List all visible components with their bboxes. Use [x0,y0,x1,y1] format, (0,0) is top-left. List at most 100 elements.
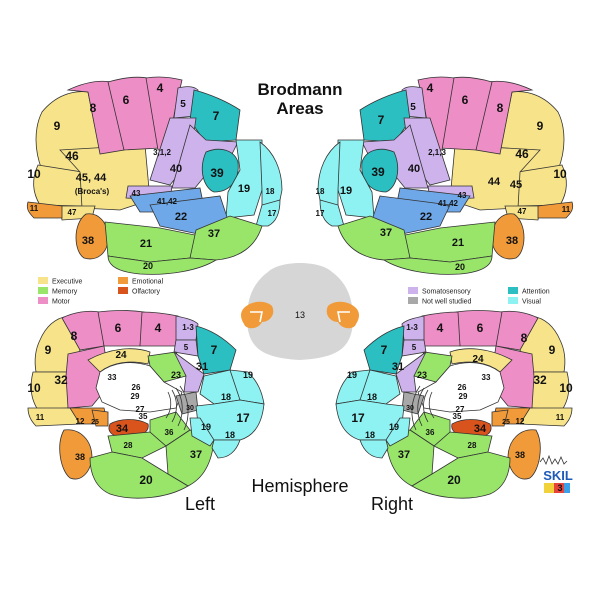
legend-label-emotional: Emotional [132,279,164,286]
mr-region-memory-20 [411,451,511,499]
area-label-bl-2: 1-3 [182,323,194,332]
region-motor-8 [66,80,125,155]
area-label-br-30: 38 [515,450,525,460]
area-label-br-15: 30 [406,405,414,412]
area-label-br-4: 5 [412,343,417,352]
area-label-bl-11: 10 [27,381,41,395]
m-region-memory-28 [107,431,167,459]
area-label-tr-0: 4 [427,81,434,95]
area-label-tr-8: 46 [515,147,529,161]
area-label-tl-21: 38 [82,235,94,247]
area-label-bl-24: 19 [243,370,253,380]
area-label-tl-3: 4 [157,81,164,95]
area-label-bl-19: 28 [124,441,133,450]
area-label-tr-20: 47 [518,207,527,216]
region-memory-20-r [382,255,493,275]
area-label-br-3: 8 [521,331,528,345]
area-label-tl-14: 39 [210,166,224,180]
area-label-bl-29: 38 [75,452,85,462]
legend-label-somatosensory: Somatosensory [422,289,471,296]
area-label-tr-16: 18 [316,187,325,196]
area-label-bl-1: 4 [155,321,162,335]
area-label-tr-4: 5 [410,102,416,113]
area-label-tl-17: 17 [268,209,277,218]
m-region-attention-7 [195,325,237,375]
area-label-br-2: 6 [477,321,484,335]
area-label-tl-8: 46 [65,149,79,163]
area-label-bl-8: 31 [196,361,208,373]
area-label-br-14: 10 [559,381,573,395]
area-label-br-29: 37 [398,449,410,461]
m-region-somato-13 [175,315,199,341]
legend-swatch-executive [38,277,48,284]
logo-number: 3 [557,483,562,493]
area-label-br-0: 1-3 [406,323,418,332]
legend-label-not-well-studied: Not well studied [422,299,472,306]
area-label-bl-9: 32 [54,373,68,387]
legend-swatch-olfactory [118,287,128,294]
label-right: Right [371,494,413,514]
area-label-tr-14: 39 [371,165,385,179]
area-label-tl-7: 40 [170,163,182,175]
area-label-bl-15: 30 [186,405,194,412]
region-emotional-38-r [491,213,525,260]
area-label-br-21: 25 [502,419,510,426]
area-label-bl-5: 9 [45,343,52,357]
area-label-bl-10: 33 [108,373,117,382]
area-label-bl-20: 25 [91,419,99,426]
area-label-bl-31: 20 [139,473,153,487]
area-label-br-10: 32 [533,373,547,387]
area-label-br-28: 19 [389,422,399,432]
region-emotional-38 [75,213,109,260]
mr-region-visual-19b [385,417,411,447]
area-label-tr-5: 7 [378,113,385,127]
area-label-bl-4: 8 [71,329,78,343]
area-label-br-18: 34 [474,423,487,435]
area-label-bl-13: 26 [132,383,141,392]
region-motor-8-r [475,80,534,155]
m-region-visual-19b [189,417,215,447]
area-label-tl-0: 9 [54,119,61,133]
legend-label-olfactory: Olfactory [132,289,161,296]
mr-region-somato-13 [401,315,425,341]
area-label-bl-27: 18 [225,430,235,440]
skil-logo: SKIL 3 [539,454,573,493]
mr-region-memory-28 [433,431,493,459]
area-label-tl-5: 7 [213,109,220,123]
waveform-icon [539,454,568,465]
m-region-emotional-38 [59,429,93,480]
area-label-br-31: 20 [447,473,461,487]
area-label-tr-6: 2,1,3 [428,148,446,157]
area-label-tr-10: 44 [488,176,501,188]
area-label-tl-1: 8 [90,101,97,115]
area-label-tr-24: 20 [455,262,465,272]
area-label-tl-2: 6 [123,93,130,107]
area-label-tr-11: 45 [510,179,522,191]
area-label-bl-18: 34 [116,423,129,435]
legend-swatch-attention [508,287,518,294]
m-white-corpus [95,362,183,413]
center-gray-shape [247,263,353,360]
area-label-br-6: 24 [472,354,484,365]
title-line1: Brodmann [258,80,343,99]
mr-region-attention-7 [363,325,405,375]
bottom-right-medial-brain [335,310,573,499]
area-label-br-7: 9 [549,343,556,357]
area-label-tr-18: 22 [420,211,432,223]
legend-label-motor: Motor [52,299,71,306]
region-memory-20 [107,255,218,275]
mr-region-emotional-38 [507,429,541,480]
area-label-br-17: 35 [453,412,462,421]
legend-label-visual: Visual [522,299,541,306]
mr-region-visual-18b [359,439,389,459]
area-label-tl-19: 11 [30,204,39,213]
area-label-br-1: 4 [437,321,444,335]
area-label-br-27: 18 [365,430,375,440]
area-label-tl-15: 19 [238,183,250,195]
area-label-tr-15: 19 [340,185,352,197]
area-label-tl-16: 18 [266,187,275,196]
region-emotional-11 [26,201,63,219]
